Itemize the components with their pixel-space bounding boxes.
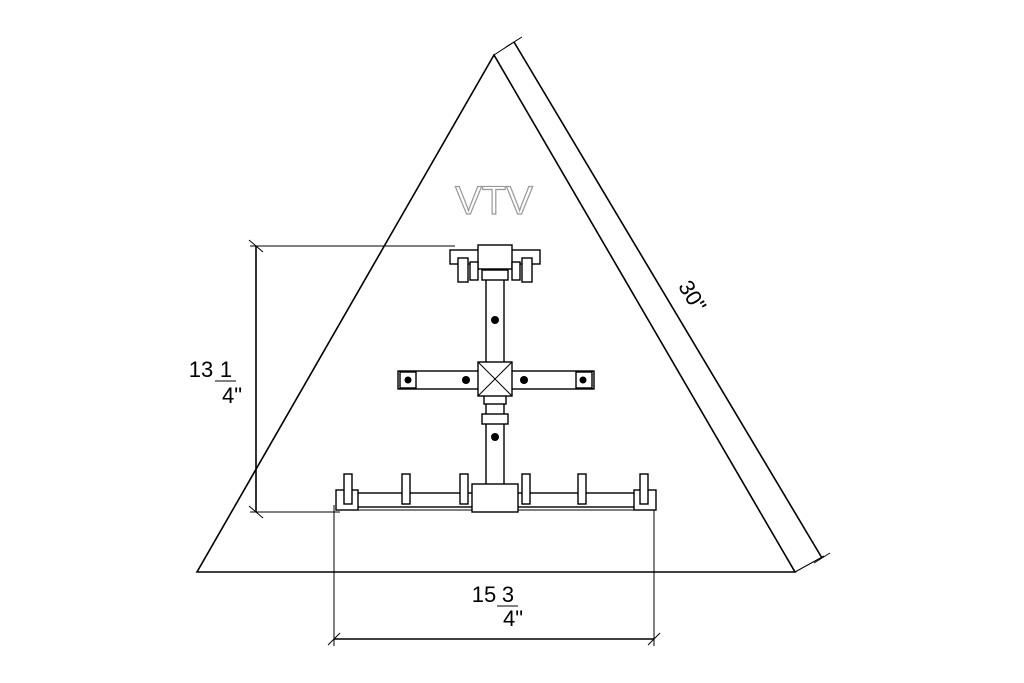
bottom-crossbar xyxy=(335,473,657,513)
triangle-outline xyxy=(195,53,797,573)
middle-crossbar xyxy=(397,361,595,397)
width-whole: 15 xyxy=(472,582,496,607)
height-dimension: 13 1 4" xyxy=(189,239,455,519)
spine-lower xyxy=(485,395,505,497)
side-length-dimension: 30" xyxy=(493,36,831,573)
watermark-logo: VTV xyxy=(455,179,533,223)
width-dimension: 15 3 4" xyxy=(327,505,661,646)
height-fraction-num: 1 xyxy=(220,357,232,382)
height-whole: 13 xyxy=(189,357,213,382)
tree-frame xyxy=(335,244,657,513)
top-crossbar xyxy=(449,244,541,283)
width-fraction-den: 4" xyxy=(503,606,523,631)
height-fraction-den: 4" xyxy=(222,383,242,408)
width-fraction-num: 3 xyxy=(502,582,514,607)
side-length-label: 30" xyxy=(673,276,711,317)
